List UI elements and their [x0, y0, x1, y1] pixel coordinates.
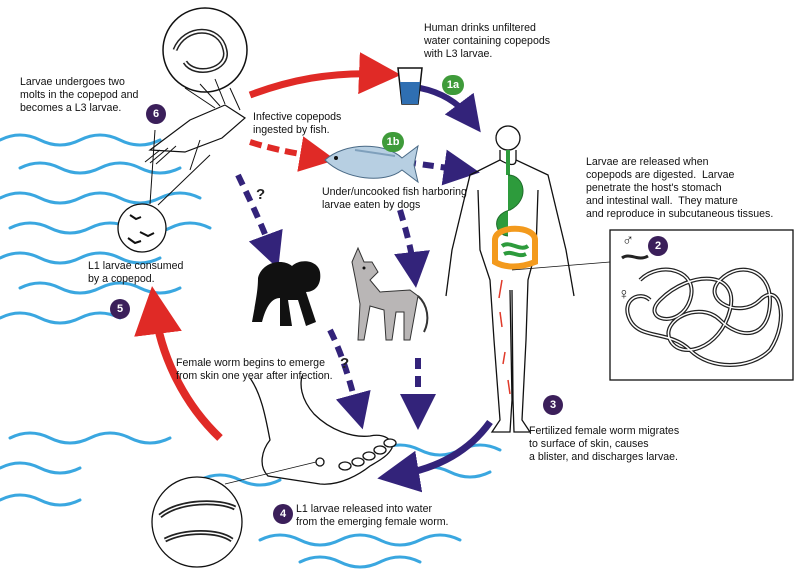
- arrow-body-to-foot: [377, 419, 493, 493]
- female-symbol: ♀: [618, 286, 630, 303]
- label-larvae-molts: Larvae undergoes two molts in the copepo…: [20, 76, 139, 114]
- arrow-fish-to-dog: [394, 209, 430, 288]
- arrow-copepod-to-glass: [248, 52, 401, 99]
- emerging-worm-magnifier: [151, 461, 317, 568]
- step-badge-6: 6: [146, 104, 166, 124]
- step-badge-3: 3: [543, 395, 563, 415]
- label-larvae-released-host: Larvae are released when copepods are di…: [586, 156, 774, 220]
- fish-icon: [324, 144, 419, 184]
- arrow-baboon-to-foot: [327, 328, 371, 430]
- larvae-magnifier-icon: [117, 129, 211, 253]
- arrow-copepod-to-baboon: [235, 173, 283, 269]
- label-fish-eaten-by-dogs: Under/uncooked fish harboring larvae eat…: [322, 186, 467, 211]
- baboon-icon: [252, 261, 321, 326]
- digestive-system: [492, 150, 538, 270]
- worm-migration-marks: [498, 261, 611, 395]
- label-l1-released: L1 larvae released into water from the e…: [296, 503, 449, 528]
- question-mark-baboon: ?: [256, 186, 266, 203]
- label-fertilized-female: Fertilized female worm migrates to surfa…: [529, 425, 680, 463]
- step-badge-1a: 1a: [442, 75, 464, 95]
- water-glass-icon: [397, 67, 423, 105]
- copepod-icon: [144, 7, 248, 171]
- dog-icon: [351, 246, 429, 341]
- label-infective-copepods: Infective copepods ingested by fish.: [253, 111, 342, 136]
- label-l1-consumed: L1 larvae consumed by a copepod.: [88, 260, 184, 285]
- arrow-foot-to-water: [134, 286, 223, 441]
- arrow-glass-to-human: [419, 85, 481, 133]
- foot-icon: [249, 375, 397, 485]
- arrow-copepod-to-fish: [249, 136, 336, 172]
- water-waves-icon: [0, 133, 502, 569]
- worm-coil-icon: [609, 229, 794, 381]
- step-badge-5: 5: [110, 299, 130, 319]
- step-badge-1b: 1b: [382, 132, 404, 152]
- step-badge-2: 2: [648, 236, 668, 256]
- male-symbol: ♂: [622, 232, 634, 249]
- label-human-drinks: Human drinks unfiltered water containing…: [424, 22, 551, 60]
- label-female-emerge: Female worm begins to emerge from skin o…: [176, 357, 333, 382]
- step-badge-4: 4: [273, 504, 293, 524]
- question-mark-foot: ?: [340, 355, 350, 372]
